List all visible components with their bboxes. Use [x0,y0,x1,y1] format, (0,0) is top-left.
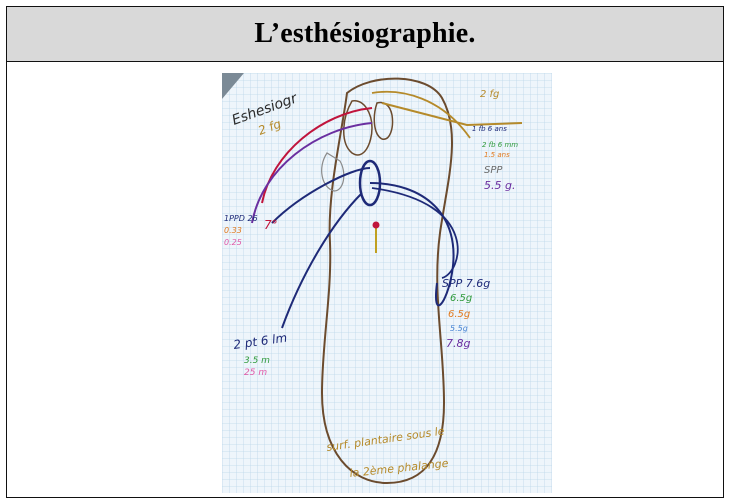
foot-drawing: Eshesiogr 2 fg 2 fg 1 fb 6 ans 2 fb 6 mm… [222,73,552,493]
annotation-right-mid-4: 5.5g [450,324,468,333]
section-title: L’esthésiographie. [254,18,475,50]
annotation-bottom-left-2: 3.5 m [244,356,270,366]
annotation-top-right-5: SPP [484,165,503,176]
annotation-right-mid-3: 6.5g [448,309,470,320]
annotation-left-1: 1PPD 26 [224,214,258,223]
annotation-top-right-6: 5.5 g. [484,179,515,192]
annotation-top-right-3: 2 fb 6 mm [482,141,518,149]
annotation-right-mid-2: 6.5g [450,293,472,304]
annotation-left-4: 7° [264,218,278,232]
annotation-left-2: 0.33 [224,226,242,235]
esthesiography-photo: Eshesiogr 2 fg 2 fg 1 fb 6 ans 2 fb 6 mm… [222,73,552,493]
document-table: L’esthésiographie. [6,6,724,498]
annotation-right-mid-1: SPP 7.6g [442,277,490,290]
table-header: L’esthésiographie. [7,7,723,62]
annotation-top-right-1: 2 fg [480,89,499,100]
annotation-bottom-left-3: 25 m [244,368,267,378]
annotation-right-mid-5: 7.8g [446,337,470,350]
grid-paper [222,73,552,493]
annotation-top-right-2: 1 fb 6 ans [472,125,507,133]
annotation-top-right-4: 1.5 ans [484,151,510,159]
annotation-left-3: 0.25 [224,238,242,247]
